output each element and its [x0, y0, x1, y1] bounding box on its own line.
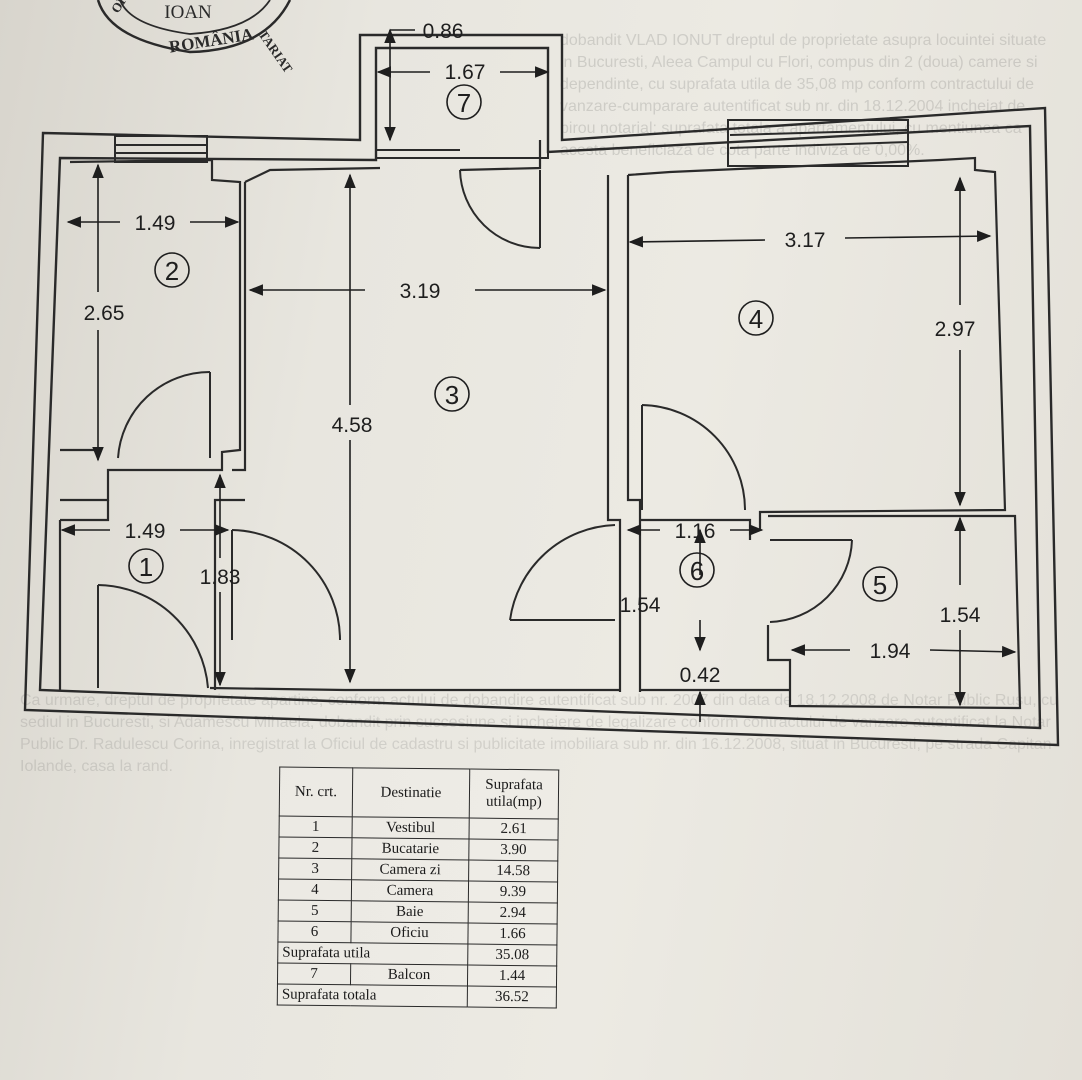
stamp-name: IOAN [164, 2, 212, 23]
table-row: 2 Bucatarie 3.90 [278, 837, 559, 861]
dim-bedroom-width: 3.17 [785, 229, 826, 252]
room-number-6: 6 [679, 552, 715, 588]
interior-walls [58, 140, 1022, 710]
svg-text:4: 4 [749, 304, 763, 334]
dim-living-depth: 4.58 [332, 414, 373, 437]
doors [97, 169, 853, 689]
svg-text:5: 5 [873, 570, 887, 600]
stamp-country: ROMÂNIA [168, 24, 256, 56]
svg-text:1: 1 [139, 552, 153, 582]
svg-text:3: 3 [445, 380, 459, 410]
dim-kitchen-depth: 2.65 [84, 302, 125, 325]
background-text-top: dobandit VLAD IONUT dreptul de proprieta… [560, 32, 1047, 159]
table-row: 5 Baie 2.94 [278, 900, 558, 924]
stamp-arc-right: TARIAT [256, 27, 296, 76]
header-area: Suprafata utila(mp) [469, 769, 559, 819]
table-row: 3 Camera zi 14.58 [278, 858, 558, 882]
total-row: Suprafata totala 36.52 [277, 984, 557, 1008]
dim-kitchen-width: 1.49 [135, 212, 176, 235]
dim-office-width: 1.16 [675, 520, 716, 543]
stamp-arc-left: OFICI [108, 0, 141, 16]
table-row: 7 Balcon 1.44 [277, 963, 557, 987]
table-header-row: Nr. crt. Destinatie Suprafata utila(mp) [279, 767, 559, 819]
subtotal-value: 35.08 [467, 944, 557, 966]
dim-bath-depth: 1.54 [940, 604, 981, 627]
subtotal-label: Suprafata utila [277, 942, 468, 966]
room-number-5: 5 [862, 566, 898, 602]
header-destination: Destinatie [352, 767, 470, 819]
total-label: Suprafata totala [277, 984, 468, 1008]
dimension-labels: 0.86 1.67 1.49 2.65 3.19 4.58 3.17 2.97 … [84, 20, 981, 687]
dim-balcony-width: 0.86 [423, 20, 464, 43]
balcony-outline [375, 47, 549, 159]
room-number-2: 2 [154, 252, 190, 288]
total-value: 36.52 [467, 986, 557, 1008]
dim-bedroom-depth: 2.97 [935, 318, 976, 341]
room-number-7: 7 [446, 84, 482, 120]
room-numbers: 1 2 3 4 5 6 7 [128, 84, 898, 602]
dim-office-gap: 0.42 [680, 664, 721, 687]
dimension-lines [60, 28, 1017, 722]
room-number-3: 3 [434, 376, 470, 412]
subtotal-row: Suprafata utila 35.08 [277, 942, 557, 966]
dim-balcony-inner: 1.67 [445, 61, 486, 84]
svg-text:6: 6 [690, 556, 704, 586]
dim-hall-depth: 1.83 [200, 566, 241, 589]
table-row: 4 Camera 9.39 [278, 879, 558, 903]
svg-text:7: 7 [457, 88, 471, 118]
notary-stamp: IOAN ROMÂNIA OFICI TARIAT [96, 0, 296, 76]
svg-text:2: 2 [165, 256, 179, 286]
dim-bath-width: 1.94 [870, 640, 911, 663]
room-number-1: 1 [128, 548, 164, 584]
room-number-4: 4 [738, 300, 774, 336]
area-table: Nr. crt. Destinatie Suprafata utila(mp) … [276, 766, 560, 1009]
header-nr: Nr. crt. [279, 767, 353, 817]
table-row: 1 Vestibul 2.61 [279, 816, 559, 840]
dim-hall-width: 1.49 [125, 520, 166, 543]
dim-office-depth: 1.54 [620, 594, 661, 617]
table-row: 6 Oficiu 1.66 [277, 921, 558, 945]
dim-living-width: 3.19 [400, 280, 441, 303]
